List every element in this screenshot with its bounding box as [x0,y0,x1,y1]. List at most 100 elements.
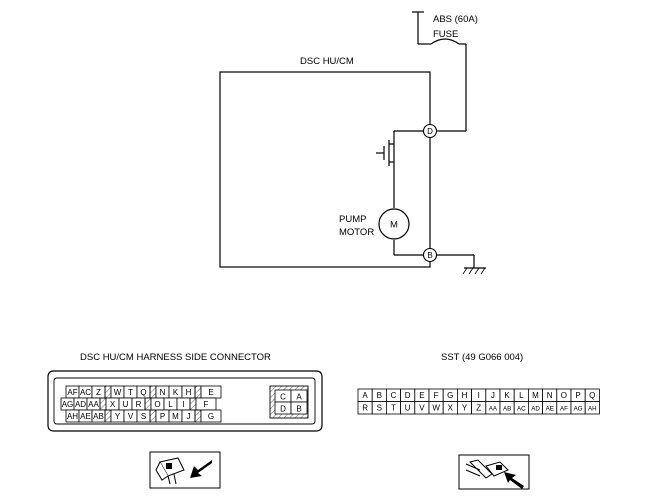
sst-pin-label: M [532,391,539,400]
sst-pin-label: O [561,391,567,400]
harness-pin-label: S [141,412,146,421]
harness-pin-cell [200,409,222,423]
sst-pin-label: B [377,391,382,400]
sst-pin-label: AC [517,406,526,413]
sst-pin-label: A [362,391,368,400]
harness-pin-gap [99,397,107,411]
arrow-icon [190,460,212,478]
sst-pin-label: G [447,391,453,400]
harness-pin-label: U [123,400,129,409]
harness-pin-label: T [128,388,133,397]
sst-pin-label: D [405,391,411,400]
harness-pin-label: AD [75,400,86,409]
terminal-b [422,247,438,263]
module-box [219,71,431,268]
sst-pin-label: Z [476,404,481,413]
harness-pin-gap [104,409,112,423]
harness-pin-gap [144,397,152,411]
harness-pin-gap [149,385,157,399]
sst-pin-label: U [405,404,411,413]
harness-pin-label: I [182,400,184,409]
motor-letter: M [390,220,398,231]
harness-pin-label: F [204,400,209,409]
terminal-b-label: B [427,251,432,260]
sst-view-icon [458,454,530,490]
sst-pin-label: V [419,404,425,413]
terminal-d [422,123,438,139]
harness-pin-label: B [296,405,301,414]
sst-pin-label: E [419,391,424,400]
harness-pin-gap [149,409,157,423]
harness-pin-label: J [187,412,191,421]
harness-pin-label: P [160,412,165,421]
terminal-d-label: D [427,127,433,136]
harness-pin-label: N [160,388,166,397]
harness-pin-label: E [208,388,213,397]
harness-pin-label: W [114,388,122,397]
sst-pin-label: W [432,404,440,413]
harness-pin-label: M [172,412,179,421]
harness-pin-label: AF [67,388,77,397]
harness-pin-label: A [296,393,302,402]
sst-pin-label: AH [588,406,597,413]
sst-pin-label: H [462,391,468,400]
harness-pin-label: Q [140,388,146,397]
arrow-icon [504,472,524,489]
harness-view-icon [149,451,221,489]
harness-pin-label: AH [67,412,78,421]
harness-side-block: C A D B [269,385,309,419]
sst-pin-label: K [504,391,510,400]
harness-pin-label: C [280,393,286,402]
sst-pin-label: X [448,404,454,413]
harness-pin-label: AA [88,400,99,409]
sst-pin-label: N [547,391,553,400]
harness-pin-label: V [128,412,134,421]
sst-pin-label: AG [574,406,583,413]
sst-pin-label: S [377,404,382,413]
sst-pin-label: L [519,391,524,400]
harness-pin-label: D [280,405,286,414]
relay-switch-symbol [376,140,394,166]
harness-pin-gap [194,409,202,423]
sst-pin-label: AD [531,406,540,413]
module-name-label: DSC HU/CM [300,56,354,67]
motor-label-line1: PUMP [339,214,366,225]
fuse-type-label: FUSE [433,29,458,40]
harness-pin-label: X [110,400,116,409]
fuse-symbol [430,38,460,45]
sst-pin-label: I [478,391,480,400]
sst-pin-label: R [362,404,368,413]
harness-pin-label: K [173,388,179,397]
fuse-rating-label: ABS (60A) [433,14,478,25]
harness-pin-label: L [168,400,173,409]
motor-symbol [378,208,410,240]
harness-pin-label: Y [115,412,121,421]
harness-pin-label: AB [93,412,104,421]
schematic: ABS (60A) FUSE DSC HU/CM D B M PUMP MOTO… [219,11,486,275]
sst-pin-label: Y [462,404,468,413]
sst-pin-label: T [391,404,396,413]
sst-pin-label: AE [546,406,554,413]
motor-label-line2: MOTOR [339,227,374,238]
sst-pin-label: J [491,391,495,400]
harness-pin-label: H [186,388,192,397]
harness-connector-title: DSC HU/CM HARNESS SIDE CONNECTOR [80,352,271,363]
sst-title: SST (49 G066 004) [441,352,523,363]
sst-pin-label: AB [503,406,511,413]
harness-pin-label: O [154,400,160,409]
sst-pin-label: P [575,391,580,400]
harness-pin-label: AG [62,400,74,409]
sst-pin-label: F [434,391,439,400]
harness-pin-gap [189,397,197,411]
sst-pin-label: AA [489,406,498,413]
harness-pin-gap [104,385,112,399]
sst-pin-cell [584,401,600,415]
ground-symbol [462,267,486,275]
harness-pin-label: G [208,412,214,421]
harness-pin-label: AE [80,412,91,421]
sst-pin-label: AF [560,406,568,413]
